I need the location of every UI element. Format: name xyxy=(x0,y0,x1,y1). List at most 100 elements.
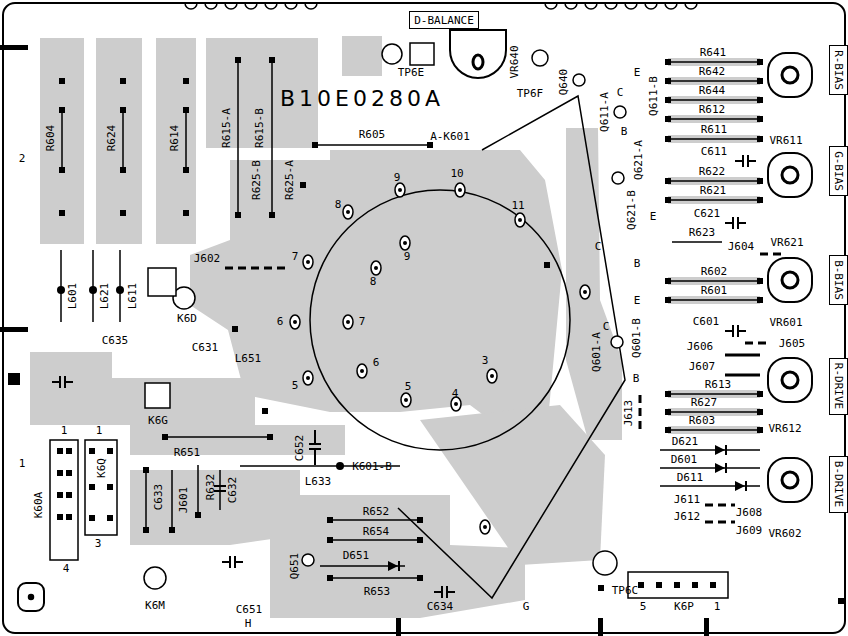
solder-pad xyxy=(59,210,65,216)
solder-pad xyxy=(183,210,189,216)
connector-pin xyxy=(360,369,364,373)
silk-label-box: G-BIAS xyxy=(829,146,848,196)
solder-pad xyxy=(757,97,763,103)
board-outline xyxy=(0,3,845,636)
capacitor-symbol xyxy=(725,217,746,229)
resistor-symbol xyxy=(668,199,760,201)
component-label: K6Q xyxy=(95,458,108,478)
resistor-symbol xyxy=(668,429,760,431)
solder-pad xyxy=(8,57,844,604)
component-label: 1 xyxy=(19,457,26,470)
silk-text: G-BIAS xyxy=(832,151,845,191)
connector-pin xyxy=(346,320,350,324)
diode-symbol xyxy=(388,445,747,571)
copper-area xyxy=(342,36,382,76)
component-label: R602 xyxy=(701,265,728,278)
solder-pad xyxy=(757,116,763,122)
solder-pad xyxy=(665,297,671,303)
diode-symbol xyxy=(725,463,727,473)
solder-pad xyxy=(120,107,126,113)
component-label: TP6F xyxy=(517,87,544,100)
connector-pin xyxy=(303,371,313,385)
test-point xyxy=(18,43,617,611)
silk-label-box: B-BIAS xyxy=(829,255,848,305)
component-outline xyxy=(398,96,625,598)
solder-pad xyxy=(66,492,72,498)
solder-pad xyxy=(665,178,671,184)
silk-text: D-BALANCE xyxy=(414,14,474,27)
solder-pad xyxy=(57,514,63,520)
potentiometer xyxy=(782,472,798,488)
component-label: C633 xyxy=(152,484,165,511)
connector-pin xyxy=(306,260,310,264)
solder-pad xyxy=(235,57,241,63)
connector-pin xyxy=(403,241,407,245)
solder-pad xyxy=(665,97,671,103)
component-label: E xyxy=(650,210,657,223)
resistor-symbol xyxy=(165,436,270,438)
board-outline xyxy=(704,618,709,636)
connector-pin xyxy=(346,210,350,214)
solder-pad xyxy=(300,182,306,188)
component-label: R653 xyxy=(364,585,391,598)
component-label: R612 xyxy=(699,103,726,116)
solder-pad xyxy=(757,278,763,284)
component-label: L633 xyxy=(305,475,332,488)
solder-pad xyxy=(143,467,149,473)
component-label: R613 xyxy=(705,378,732,391)
resistor-symbol xyxy=(668,80,760,82)
component-label: K601-B xyxy=(352,460,392,473)
resistor-symbol xyxy=(725,354,760,357)
potentiometer xyxy=(768,458,812,502)
diode-symbol xyxy=(725,445,727,455)
resistor-symbol xyxy=(725,374,760,377)
test-point xyxy=(593,551,617,575)
component-label: 6 xyxy=(373,356,380,369)
component-label: R641 xyxy=(700,46,727,59)
jumper-wire xyxy=(745,342,770,345)
component-label: Q601-B xyxy=(630,318,643,358)
capacitor-symbol xyxy=(434,586,455,598)
resistor-symbol xyxy=(668,138,760,140)
solder-pad xyxy=(665,59,671,65)
silk-text: R-BIAS xyxy=(832,50,845,90)
resistor-symbol xyxy=(145,470,147,530)
potentiometer xyxy=(768,153,812,197)
component-label: J607 xyxy=(689,360,716,373)
component-label: R614 xyxy=(168,125,181,152)
component-label: 1 xyxy=(61,424,68,437)
solder-pad xyxy=(757,391,763,397)
transistor-symbol xyxy=(611,336,623,348)
solder-pad xyxy=(757,59,763,65)
solder-pad xyxy=(107,515,113,521)
test-point xyxy=(18,583,44,611)
component-label: L611 xyxy=(126,283,139,310)
solder-pad xyxy=(336,462,344,470)
resistor-symbol xyxy=(171,470,173,530)
connector-pin xyxy=(455,183,465,197)
solder-pad xyxy=(417,517,423,523)
solder-pad xyxy=(674,582,680,588)
component-label: R622 xyxy=(699,165,726,178)
transistor-symbol xyxy=(302,74,626,566)
component-label: R611 xyxy=(701,123,728,136)
solder-pad xyxy=(262,408,268,414)
connector-pin xyxy=(357,364,367,378)
connector-pin xyxy=(374,266,378,270)
component-label: 6 xyxy=(277,315,284,328)
component-label: Q640 xyxy=(557,69,570,96)
solder-pad xyxy=(838,598,844,604)
solder-pad xyxy=(57,492,63,498)
connector-pin xyxy=(395,183,405,197)
connector-pin xyxy=(293,320,297,324)
solder-pad xyxy=(89,515,95,521)
component-label: G xyxy=(523,600,530,613)
potentiometer xyxy=(450,30,506,78)
component-label: K6G xyxy=(148,414,168,427)
solder-pad xyxy=(120,210,126,216)
solder-pad xyxy=(665,116,671,122)
solder-pad xyxy=(757,178,763,184)
component-label: C xyxy=(595,240,602,253)
component-label: R601 xyxy=(701,284,728,297)
component-label: R615-B xyxy=(253,108,266,148)
